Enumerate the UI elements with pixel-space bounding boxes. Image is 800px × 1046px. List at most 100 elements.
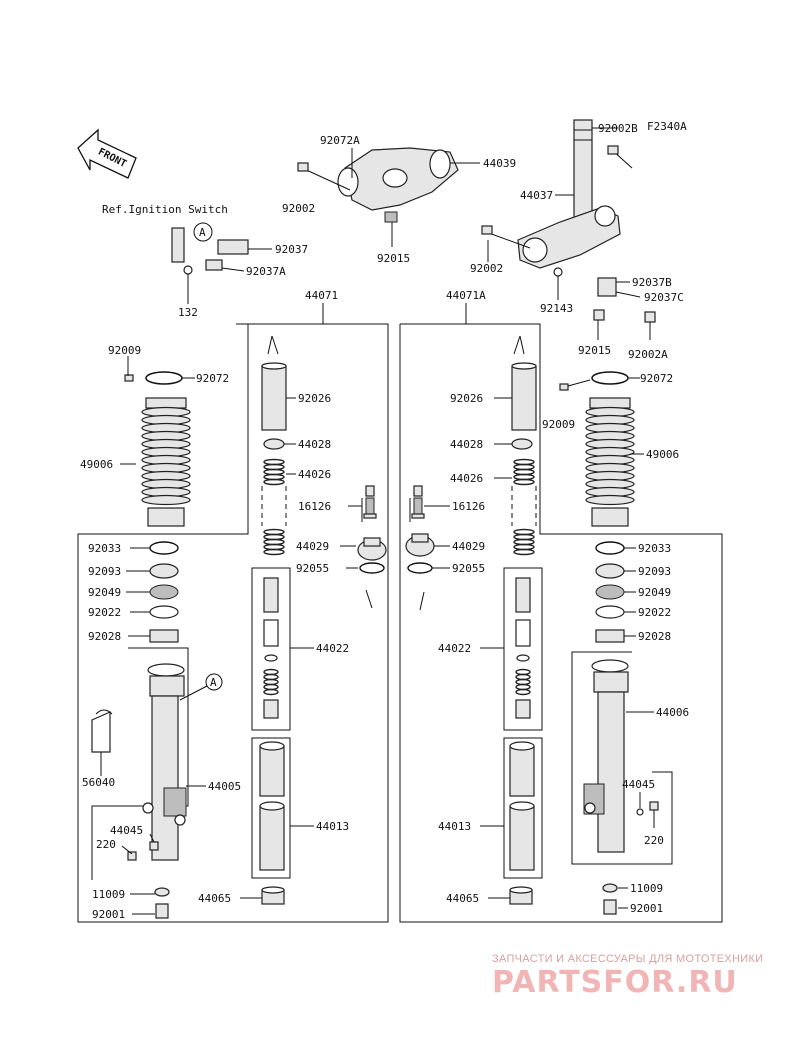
part-92015-left: 92015 xyxy=(377,252,410,265)
spring-coil xyxy=(263,533,285,541)
part-92002-left: 92002 xyxy=(282,202,315,215)
part-44028-left: 44028 xyxy=(298,438,331,451)
spring-coil xyxy=(515,668,531,676)
spring-coil xyxy=(263,673,279,681)
part-49006-right: 49006 xyxy=(646,448,679,461)
part-92022-left: 92022 xyxy=(88,606,121,619)
watermark-tagline: ЗАПЧАСТИ И АКСЕССУАРЫ ДЛЯ МОТОТЕХНИКИ xyxy=(492,953,763,965)
spring-coil xyxy=(513,543,535,551)
part-92072A: 92072A xyxy=(320,134,360,147)
part-44005: 44005 xyxy=(208,780,241,793)
part-220-left: 220 xyxy=(96,838,116,851)
spring-coil xyxy=(515,678,531,686)
part-44026-right: 44026 xyxy=(450,472,483,485)
part-92001-right: 92001 xyxy=(630,902,663,915)
part-92009-left: 92009 xyxy=(108,344,141,357)
part-92002-right: 92002 xyxy=(470,262,503,275)
guide-bush-left xyxy=(261,886,285,905)
cap-bolt-right xyxy=(405,533,435,611)
part-56040: 56040 xyxy=(82,776,115,789)
part-92033-right: 92033 xyxy=(638,542,671,555)
part-92072-left: 92072 xyxy=(196,372,229,385)
spring-coil xyxy=(263,463,285,471)
part-44065-left: 44065 xyxy=(198,892,231,905)
spring-coil xyxy=(263,528,285,536)
part-44039: 44039 xyxy=(483,157,516,170)
part-44045-right: 44045 xyxy=(622,778,655,791)
part-92001-left: 92001 xyxy=(92,908,125,921)
part-44071A: 44071A xyxy=(446,289,486,302)
part-44045-left: 44045 xyxy=(110,824,143,837)
inner-tube-left xyxy=(261,335,287,556)
part-16126-right: 16126 xyxy=(452,500,485,513)
dust-boot-right xyxy=(585,371,635,527)
damper-rod-right xyxy=(515,577,531,719)
steering-stem xyxy=(517,119,621,269)
spring-coil xyxy=(513,468,535,476)
inner-tube-right xyxy=(511,335,537,556)
part-92143: 92143 xyxy=(540,302,573,315)
part-92002B: 92002B xyxy=(598,122,638,135)
guide-bush-right xyxy=(509,886,533,905)
seals-left xyxy=(149,541,179,643)
part-44028-right: 44028 xyxy=(450,438,483,451)
part-44022-left: 44022 xyxy=(316,642,349,655)
spring-coil xyxy=(515,673,531,681)
spring-coil xyxy=(263,478,285,486)
part-92037B: 92037B xyxy=(632,276,672,289)
spring-coil xyxy=(263,538,285,546)
part-44037: 44037 xyxy=(520,189,553,202)
ref-ignition-switch: Ref.Ignition Switch xyxy=(102,203,228,216)
valve-left xyxy=(363,485,377,519)
part-44065-right: 44065 xyxy=(446,892,479,905)
upper-bracket xyxy=(337,147,459,223)
part-92026-left: 92026 xyxy=(298,392,331,405)
part-92002A: 92002A xyxy=(628,348,668,361)
part-44006: 44006 xyxy=(656,706,689,719)
callout-a-top: A xyxy=(199,226,206,239)
part-44026-left: 44026 xyxy=(298,468,331,481)
part-92028-right: 92028 xyxy=(638,630,671,643)
part-92033-left: 92033 xyxy=(88,542,121,555)
part-44029-right: 44029 xyxy=(452,540,485,553)
spring-coil xyxy=(515,683,531,691)
spring-coil xyxy=(513,463,535,471)
spring-coil xyxy=(513,473,535,481)
part-92093-right: 92093 xyxy=(638,565,671,578)
valve-right xyxy=(411,485,425,519)
spring-coil xyxy=(513,548,535,556)
part-92055-left: 92055 xyxy=(296,562,329,575)
spring-coil xyxy=(513,458,535,466)
part-44013-right: 44013 xyxy=(438,820,471,833)
part-92026-right: 92026 xyxy=(450,392,483,405)
spring-coil xyxy=(263,473,285,481)
reflector-56040 xyxy=(91,709,113,753)
damper-rod-left xyxy=(263,577,279,719)
spring-coil xyxy=(263,668,279,676)
dust-boot-left xyxy=(141,371,191,527)
part-44071: 44071 xyxy=(305,289,338,302)
spring-coil xyxy=(263,678,279,686)
part-49006-left: 49006 xyxy=(80,458,113,471)
seals-right xyxy=(595,541,625,643)
spring-coil xyxy=(513,528,535,536)
figure-code: F2340A xyxy=(647,120,687,133)
part-92037A: 92037A xyxy=(246,265,286,278)
ignition-bracket xyxy=(171,227,249,275)
spring-coil xyxy=(513,538,535,546)
outer-tube-right xyxy=(583,659,629,853)
part-92022-right: 92022 xyxy=(638,606,671,619)
cap-bolt-left xyxy=(357,537,387,609)
part-92055-right: 92055 xyxy=(452,562,485,575)
part-92093-left: 92093 xyxy=(88,565,121,578)
part-92037C: 92037C xyxy=(644,291,684,304)
inner-tube-lower-left xyxy=(259,741,285,871)
spring-coil xyxy=(513,478,535,486)
spring-coil xyxy=(513,533,535,541)
callout-a-left: A xyxy=(210,676,217,689)
part-16126-left: 16126 xyxy=(298,500,331,513)
spring-coil xyxy=(263,543,285,551)
part-44022-right: 44022 xyxy=(438,642,471,655)
spring-coil xyxy=(515,688,531,696)
spring-coil xyxy=(263,683,279,691)
